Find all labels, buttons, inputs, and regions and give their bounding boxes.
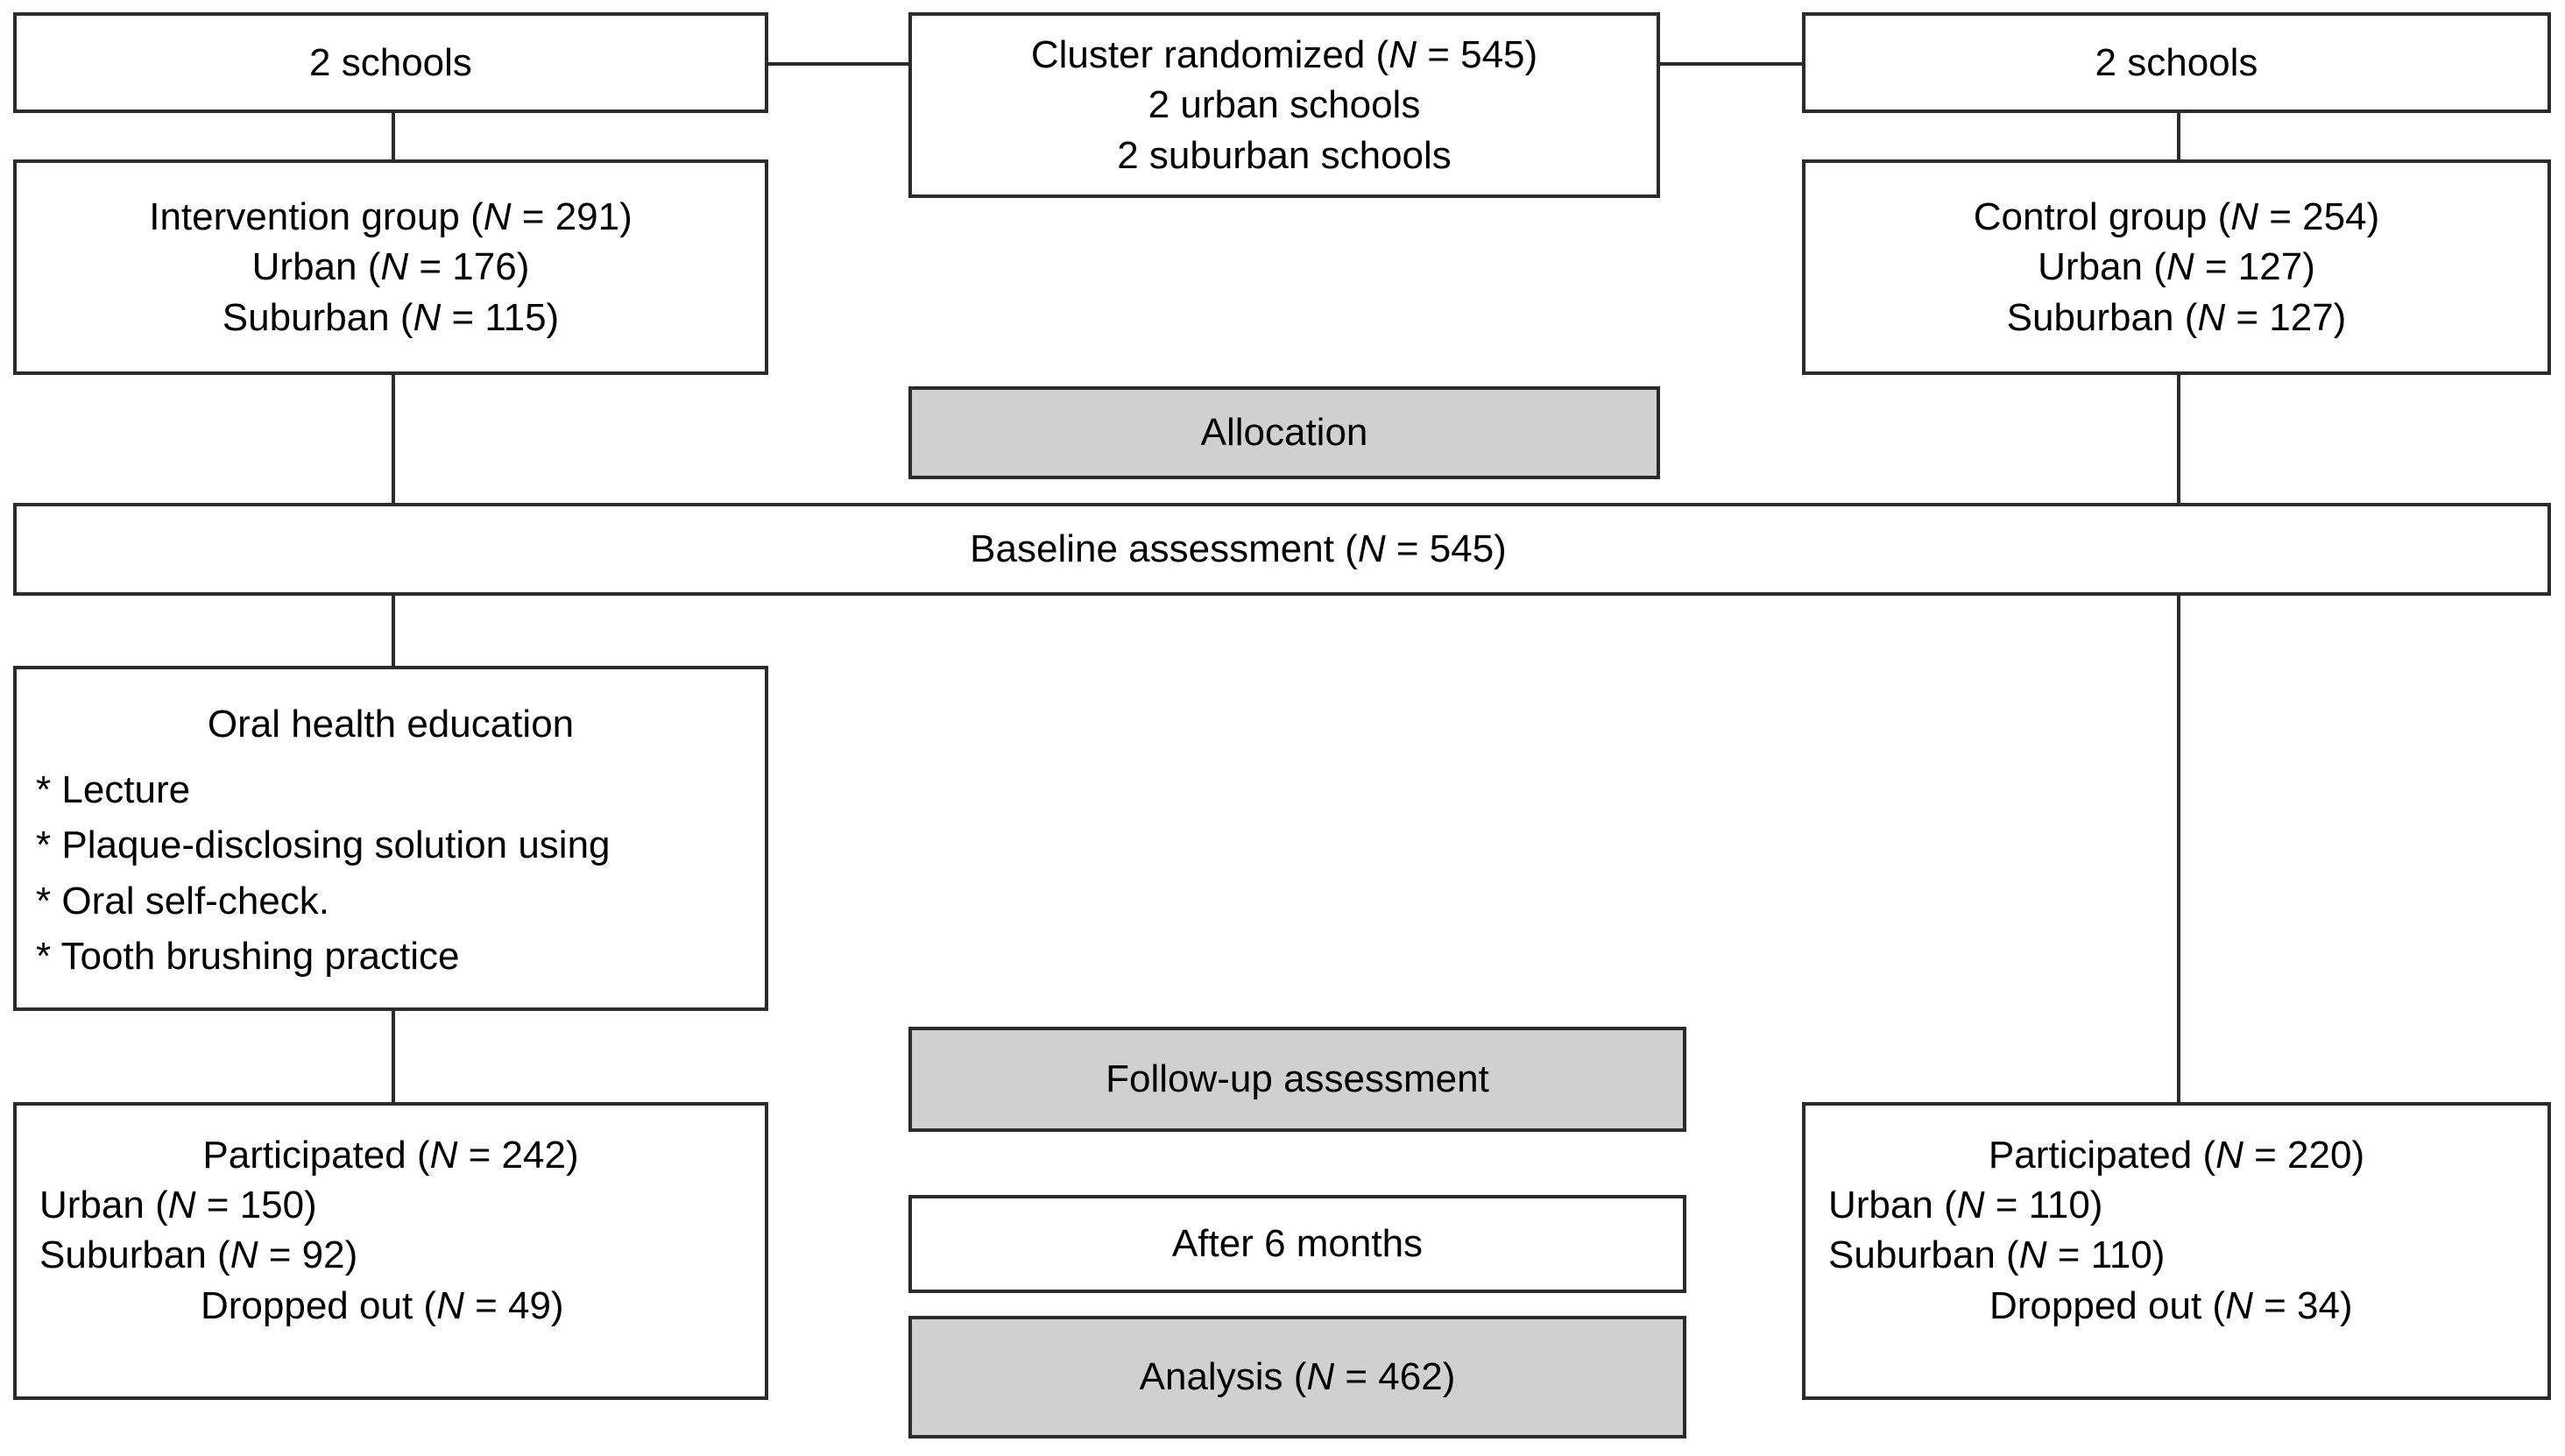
italic-n: N — [2166, 245, 2194, 289]
intervention-line-3: Suburban (N = 115) — [222, 295, 560, 339]
italic-n: N — [230, 1233, 258, 1277]
band-followup-assessment[interactable]: Follow-up assessment — [908, 1027, 1686, 1132]
participated-right-line-1: Participated (N = 220) — [1988, 1134, 2365, 1177]
control-line-1: Control group (N = 254) — [1973, 195, 2380, 239]
node-oral-health-education[interactable]: Oral health education * Lecture * Plaque… — [13, 666, 768, 1011]
italic-n: N — [167, 1184, 196, 1227]
cluster-line-1: Cluster randomized (N = 545) — [1030, 33, 1538, 77]
italic-n: N — [483, 195, 512, 239]
connector-baseline-to-participated-right — [2177, 594, 2180, 1104]
italic-n: N — [1956, 1184, 1985, 1227]
connector-baseline-to-education — [392, 594, 395, 668]
italic-n: N — [380, 245, 409, 289]
italic-n: N — [1306, 1355, 1335, 1399]
italic-n: N — [2230, 195, 2259, 239]
italic-n: N — [429, 1134, 458, 1177]
control-line-3: Suburban (N = 127) — [2006, 295, 2347, 339]
participated-right-line-3: Suburban (N = 110) — [1828, 1233, 2166, 1277]
node-participated-control[interactable]: Participated (N = 220) Urban (N = 110) S… — [1802, 1102, 2551, 1400]
participated-left-line-3: Suburban (N = 92) — [39, 1233, 358, 1277]
node-control-group[interactable]: Control group (N = 254) Urban (N = 127) … — [1802, 159, 2551, 375]
italic-n: N — [2197, 295, 2226, 339]
connector-control-to-baseline — [2177, 373, 2180, 505]
cluster-line-3: 2 suburban schools — [1117, 133, 1452, 177]
node-schools-left[interactable]: 2 schools — [13, 12, 768, 113]
node-participated-intervention[interactable]: Participated (N = 242) Urban (N = 150) S… — [13, 1102, 768, 1400]
education-bullet-1: * Lecture — [36, 768, 191, 812]
participated-left-line-1: Participated (N = 242) — [202, 1134, 579, 1177]
italic-n: N — [436, 1283, 464, 1327]
node-after-6-months[interactable]: After 6 months — [908, 1195, 1686, 1293]
after-months-label: After 6 months — [1171, 1222, 1424, 1266]
intervention-line-2: Urban (N = 176) — [251, 245, 530, 289]
participated-right-line-2: Urban (N = 110) — [1828, 1184, 2103, 1227]
band-allocation[interactable]: Allocation — [908, 386, 1660, 479]
italic-n: N — [1388, 33, 1417, 77]
connector-education-to-participated-left — [392, 1009, 395, 1104]
education-bullet-2: * Plaque-disclosing solution using — [36, 823, 611, 867]
connector-intervention-to-baseline — [392, 373, 395, 505]
participated-right-line-4: Dropped out (N = 34) — [1989, 1283, 2353, 1327]
baseline-label: Baseline assessment (N = 545) — [970, 527, 1507, 571]
connector-right-schools-to-control — [2177, 112, 2180, 161]
italic-n: N — [2018, 1233, 2047, 1277]
participated-left-line-2: Urban (N = 150) — [39, 1184, 317, 1227]
node-schools-right[interactable]: 2 schools — [1802, 12, 2551, 113]
italic-n: N — [413, 295, 442, 339]
allocation-label: Allocation — [1200, 411, 1368, 455]
followup-label: Follow-up assessment — [1106, 1057, 1489, 1101]
band-analysis[interactable]: Analysis (N = 462) — [908, 1316, 1686, 1438]
node-baseline-assessment[interactable]: Baseline assessment (N = 545) — [13, 503, 2551, 596]
analysis-label: Analysis (N = 462) — [1139, 1355, 1456, 1399]
education-bullet-4: * Tooth brushing practice — [36, 934, 460, 978]
italic-n: N — [2215, 1134, 2243, 1177]
schools-right-label: 2 schools — [2095, 40, 2258, 84]
education-heading: Oral health education — [207, 703, 575, 746]
control-line-2: Urban (N = 127) — [2038, 245, 2315, 289]
connector-left-schools-to-cluster — [767, 62, 910, 66]
node-intervention-group[interactable]: Intervention group (N = 291) Urban (N = … — [13, 159, 768, 375]
cluster-line-2: 2 urban schools — [1148, 83, 1421, 127]
participated-left-line-4: Dropped out (N = 49) — [201, 1283, 564, 1327]
connector-left-schools-to-intervention — [392, 112, 395, 161]
intervention-line-1: Intervention group (N = 291) — [149, 195, 632, 239]
schools-left-label: 2 schools — [309, 40, 472, 84]
italic-n: N — [2225, 1283, 2253, 1327]
education-bullet-3: * Oral self-check. — [36, 879, 329, 922]
italic-n: N — [1357, 527, 1386, 571]
node-cluster-randomized[interactable]: Cluster randomized (N = 545) 2 urban sch… — [908, 12, 1660, 198]
connector-cluster-to-right-schools — [1658, 62, 1804, 66]
